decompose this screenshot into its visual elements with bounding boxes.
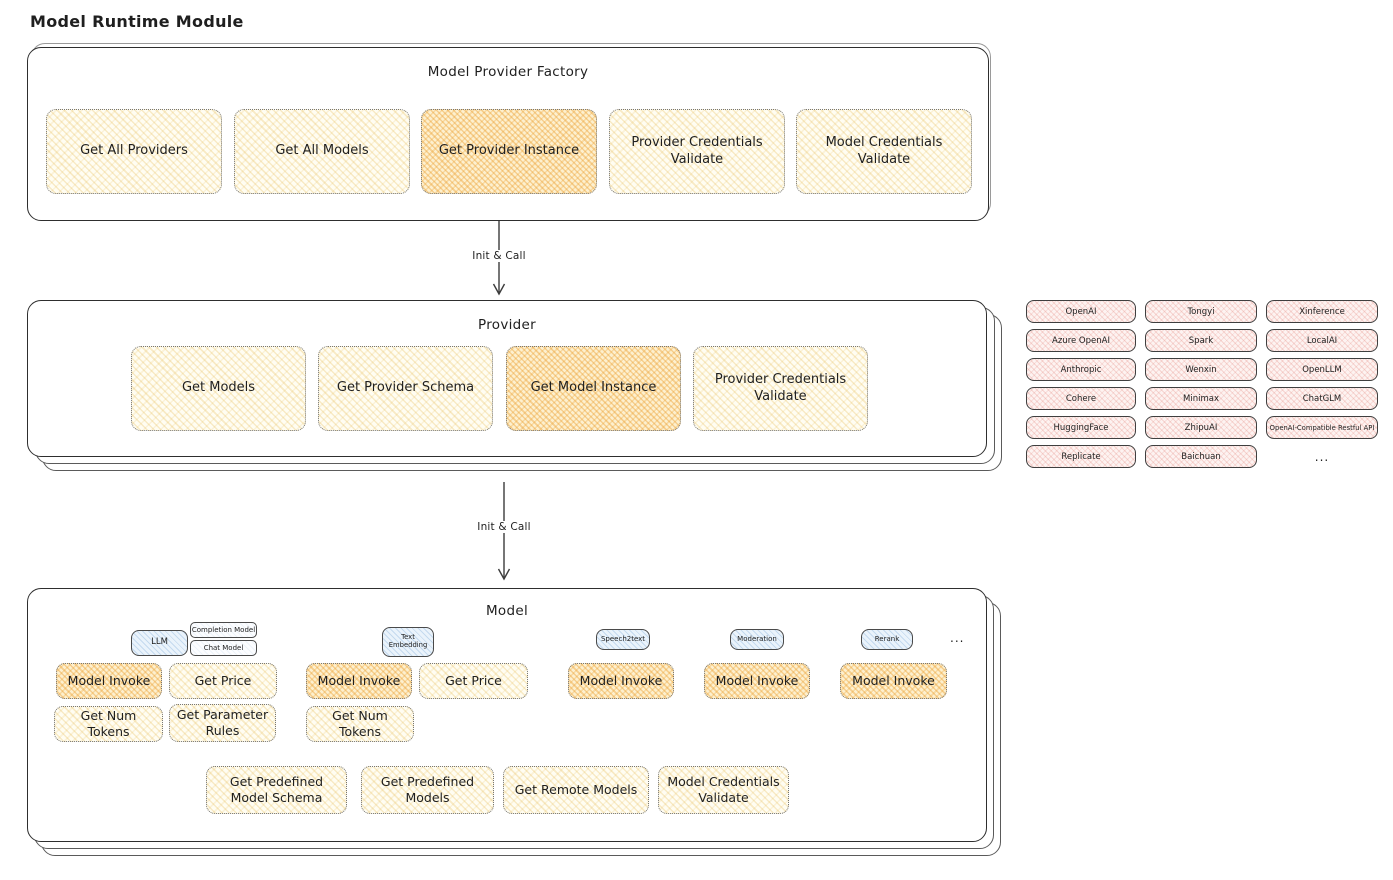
provider-chip: HuggingFace (1026, 416, 1136, 439)
moderation-model-invoke: Model Invoke (704, 663, 810, 699)
factory-btn-provider-credentials-validate: Provider Credentials Validate (609, 109, 785, 194)
model-title: Model (485, 603, 529, 619)
provider-chip: Baichuan (1145, 445, 1257, 468)
provider-chip: Replicate (1026, 445, 1136, 468)
provider-chip: Azure OpenAI (1026, 329, 1136, 352)
provider-chip: Tongyi (1145, 300, 1257, 323)
llm-get-price: Get Price (169, 663, 277, 699)
speech2text-model-invoke: Model Invoke (568, 663, 674, 699)
tag-llm: LLM (131, 630, 188, 656)
text-embedding-get-price: Get Price (419, 663, 528, 699)
model-btn-get-predefined-model-schema: Get Predefined Model Schema (206, 766, 347, 814)
arrow-label-init-call-1: Init & Call (467, 250, 531, 262)
factory-btn-get-all-providers: Get All Providers (46, 109, 222, 194)
text-embedding-get-num-tokens: Get Num Tokens (306, 706, 414, 742)
provider-box: Provider Get Models Get Provider Schema … (27, 300, 987, 457)
tag-text-embedding: Text Embedding (382, 627, 434, 657)
provider-chip: Anthropic (1026, 358, 1136, 381)
provider-list: OpenAI Tongyi Xinference Azure OpenAI Sp… (1026, 300, 1378, 468)
provider-chip: OpenLLM (1266, 358, 1378, 381)
model-btn-get-predefined-models: Get Predefined Models (361, 766, 494, 814)
text-embedding-model-invoke: Model Invoke (306, 663, 412, 699)
llm-get-parameter-rules: Get Parameter Rules (169, 704, 276, 742)
tag-speech2text: Speech2text (596, 629, 650, 650)
arrow-label-init-call-2: Init & Call (472, 521, 536, 533)
provider-btn-provider-credentials-validate: Provider Credentials Validate (693, 346, 868, 431)
provider-chip: OpenAI-Compatible Restful API (1266, 416, 1378, 439)
model-box: Model LLM Completion Model Chat Model Te… (27, 588, 987, 842)
provider-chip: OpenAI (1026, 300, 1136, 323)
provider-chip: Xinference (1266, 300, 1378, 323)
provider-list-more: ... (1314, 449, 1330, 464)
model-btn-get-remote-models: Get Remote Models (503, 766, 649, 814)
tag-completion-model: Completion Model (190, 622, 257, 638)
factory-btn-model-credentials-validate: Model Credentials Validate (796, 109, 972, 194)
tag-chat-model: Chat Model (190, 640, 257, 656)
provider-btn-get-provider-schema: Get Provider Schema (318, 346, 493, 431)
provider-btn-get-model-instance: Get Model Instance (506, 346, 681, 431)
rerank-model-invoke: Model Invoke (840, 663, 947, 699)
tags-more: ... (950, 631, 965, 645)
factory-title: Model Provider Factory (427, 64, 589, 80)
factory-btn-get-all-models: Get All Models (234, 109, 410, 194)
provider-chip: ZhipuAI (1145, 416, 1257, 439)
provider-chip: Minimax (1145, 387, 1257, 410)
provider-chip: LocalAI (1266, 329, 1378, 352)
page-title: Model Runtime Module (30, 12, 244, 31)
provider-chip: Wenxin (1145, 358, 1257, 381)
llm-get-num-tokens: Get Num Tokens (54, 706, 163, 742)
provider-chip: Spark (1145, 329, 1257, 352)
provider-title: Provider (478, 317, 536, 333)
provider-chip: ChatGLM (1266, 387, 1378, 410)
factory-btn-get-provider-instance: Get Provider Instance (421, 109, 597, 194)
provider-btn-get-models: Get Models (131, 346, 306, 431)
llm-model-invoke: Model Invoke (56, 663, 162, 699)
provider-chip: Cohere (1026, 387, 1136, 410)
tag-rerank: Rerank (861, 629, 913, 650)
tag-moderation: Moderation (730, 629, 784, 650)
model-btn-model-credentials-validate: Model Credentials Validate (658, 766, 789, 814)
factory-box: Model Provider Factory Get All Providers… (27, 47, 989, 221)
